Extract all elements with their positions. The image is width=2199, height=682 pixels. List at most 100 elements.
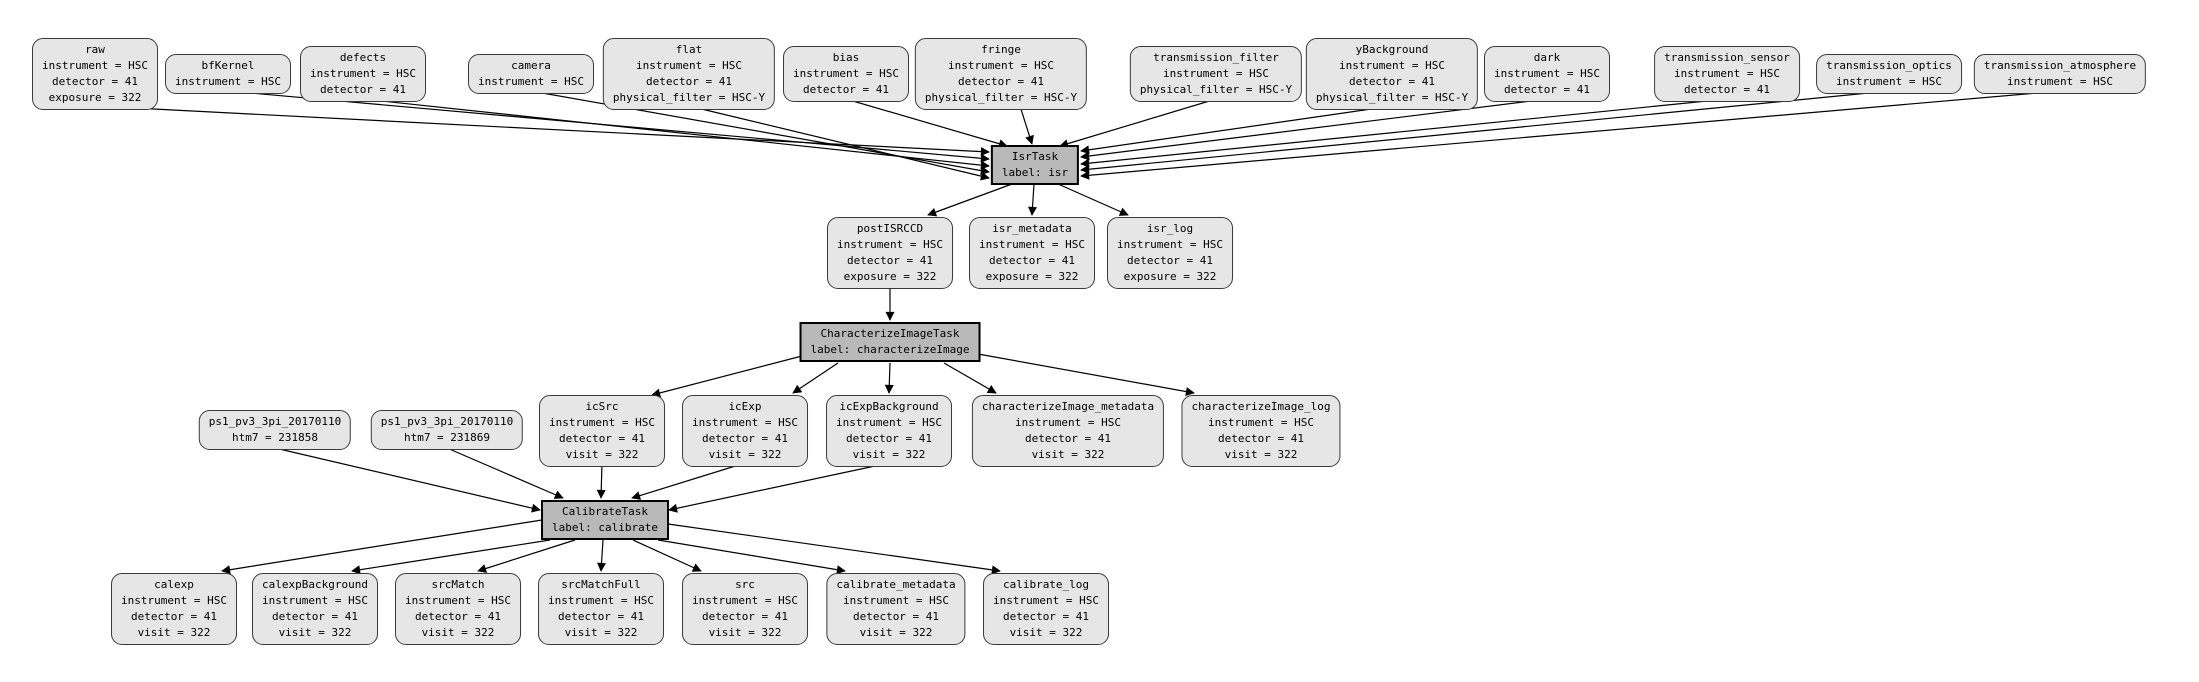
node-attr: detector = 41 (557, 610, 645, 623)
node-attr: visit = 322 (278, 626, 352, 639)
node-attr: instrument = HSC (1117, 238, 1223, 251)
edge-characterizeImage-icExpBackground (884, 362, 894, 394)
task-label: label: calibrate (552, 521, 658, 534)
node-characterizeImage_metadata: characterizeImage_metadata instrument = … (971, 395, 1165, 467)
node-attr: instrument = HSC (1494, 67, 1600, 80)
node-icExp: icExp instrument = HSC detector = 41 vis… (682, 395, 808, 467)
node-title: raw (85, 43, 105, 56)
node-attr: instrument = HSC (42, 59, 148, 72)
node-attr: detector = 41 (1217, 432, 1305, 445)
node-attr: visit = 322 (859, 626, 933, 639)
node-title: srcMatchFull (561, 578, 641, 591)
node-attr: instrument = HSC (979, 238, 1085, 251)
node-title: transmission_sensor (1664, 51, 1790, 64)
node-attr: detector = 41 (802, 83, 890, 96)
node-flat: flat instrument = HSC detector = 41 phys… (602, 38, 776, 110)
node-title: calibrate_log (1002, 578, 1090, 591)
node-attr: exposure = 322 (48, 91, 142, 104)
node-attr: detector = 41 (988, 254, 1076, 267)
task-label: label: characterizeImage (810, 343, 970, 356)
edge-raw-isr (94, 105, 990, 157)
node-transmission_atmosphere: transmission_atmosphere instrument = HSC (1973, 54, 2147, 94)
node-attr: detector = 41 (1126, 254, 1214, 267)
node-title: bias (832, 51, 860, 64)
node-calexp: calexp instrument = HSC detector = 41 vi… (111, 573, 237, 645)
node-attr: detector = 41 (846, 254, 934, 267)
node-attr: instrument = HSC (948, 59, 1054, 72)
edge-icExpBackground-calibrate (668, 462, 890, 513)
node-title: postISRCCD (856, 222, 924, 235)
task-characterizeImage: CharacterizeImageTask label: characteriz… (799, 322, 981, 362)
node-attr: detector = 41 (701, 432, 789, 445)
edge-isr-isr_metadata (1028, 183, 1038, 216)
node-dark: dark instrument = HSC detector = 41 (1484, 46, 1610, 102)
node-title: defects (339, 51, 387, 64)
node-title: ps1_pv3_3pi_20170110 (208, 415, 342, 428)
task-isr: IsrTask label: isr (990, 145, 1080, 185)
node-title: ps1_pv3_3pi_20170110 (380, 415, 514, 428)
node-attr: visit = 322 (708, 626, 782, 639)
node-srcMatch: srcMatch instrument = HSC detector = 41 … (395, 573, 521, 645)
task-title: CalibrateTask (561, 505, 649, 518)
node-attr: visit = 322 (1031, 448, 1105, 461)
node-attr: visit = 322 (1009, 626, 1083, 639)
edge-characterizeImage-icSrc (651, 355, 803, 398)
node-ps1_htm7_231869: ps1_pv3_3pi_20170110 htm7 = 231869 (370, 410, 524, 450)
node-attr: detector = 41 (130, 610, 218, 623)
node-attr: visit = 322 (565, 448, 639, 461)
node-title: transmission_filter (1153, 51, 1279, 64)
node-attr: visit = 322 (852, 448, 926, 461)
node-attr: physical_filter = HSC-Y (1139, 83, 1293, 96)
node-attr: instrument = HSC (1836, 75, 1942, 88)
node-attr: detector = 41 (558, 432, 646, 445)
node-attr: detector = 41 (1348, 75, 1436, 88)
edge-flat-isr (688, 105, 990, 181)
node-attr: exposure = 322 (985, 270, 1079, 283)
node-attr: detector = 41 (957, 75, 1045, 88)
node-calexpBackground: calexpBackground instrument = HSC detect… (252, 573, 378, 645)
node-attr: instrument = HSC (692, 594, 798, 607)
node-attr: instrument = HSC (310, 67, 416, 80)
node-defects: defects instrument = HSC detector = 41 (300, 46, 426, 102)
task-title: IsrTask (1011, 150, 1059, 163)
edge-transmission_filter-isr (1059, 98, 1217, 148)
edge-calibrate-calibrate_log (667, 523, 1001, 575)
node-attr: visit = 322 (564, 626, 638, 639)
node-postISRCCD: postISRCCD instrument = HSC detector = 4… (827, 217, 953, 289)
node-title: calexp (154, 578, 194, 591)
node-calibrate_log: calibrate_log instrument = HSC detector … (983, 573, 1109, 645)
node-isr_metadata: isr_metadata instrument = HSC detector =… (969, 217, 1095, 289)
node-attr: detector = 41 (1503, 83, 1591, 96)
task-calibrate: CalibrateTask label: calibrate (541, 500, 669, 540)
edge-transmission_sensor-isr (1080, 98, 1728, 168)
node-attr: instrument = HSC (1163, 67, 1269, 80)
edge-ps1a-calibrate (274, 447, 541, 513)
edge-defects-isr (362, 98, 990, 170)
node-title: src (735, 578, 755, 591)
node-attr: instrument = HSC (175, 75, 281, 88)
node-bias: bias instrument = HSC detector = 41 (783, 46, 909, 102)
node-attr: visit = 322 (708, 448, 782, 461)
node-title: dark (1533, 51, 1561, 64)
node-attr: instrument = HSC (262, 594, 368, 607)
node-attr: detector = 41 (319, 83, 407, 96)
node-ps1_htm7_231858: ps1_pv3_3pi_20170110 htm7 = 231858 (198, 410, 352, 450)
node-attr: detector = 41 (414, 610, 502, 623)
node-title: bfKernel (201, 59, 255, 72)
node-src: src instrument = HSC detector = 41 visit… (682, 573, 808, 645)
task-label: label: isr (1001, 166, 1069, 179)
node-fringe: fringe instrument = HSC detector = 41 ph… (914, 38, 1088, 110)
node-attr: instrument = HSC (548, 594, 654, 607)
node-title: characterizeImage_log (1191, 400, 1331, 413)
edge-fringe-isr (1019, 105, 1034, 145)
node-title: icExp (728, 400, 762, 413)
node-attr: instrument = HSC (2007, 75, 2113, 88)
node-attr: instrument = HSC (692, 416, 798, 429)
edge-calibrate-calexp (221, 519, 543, 575)
node-title: isr_metadata (992, 222, 1072, 235)
edge-isr-postISRCCD (927, 183, 1013, 217)
edge-calibrate-srcMatchFull (597, 539, 607, 572)
edge-calibrate-calexpBackground (351, 539, 551, 575)
node-attr: physical_filter = HSC-Y (1315, 91, 1469, 104)
